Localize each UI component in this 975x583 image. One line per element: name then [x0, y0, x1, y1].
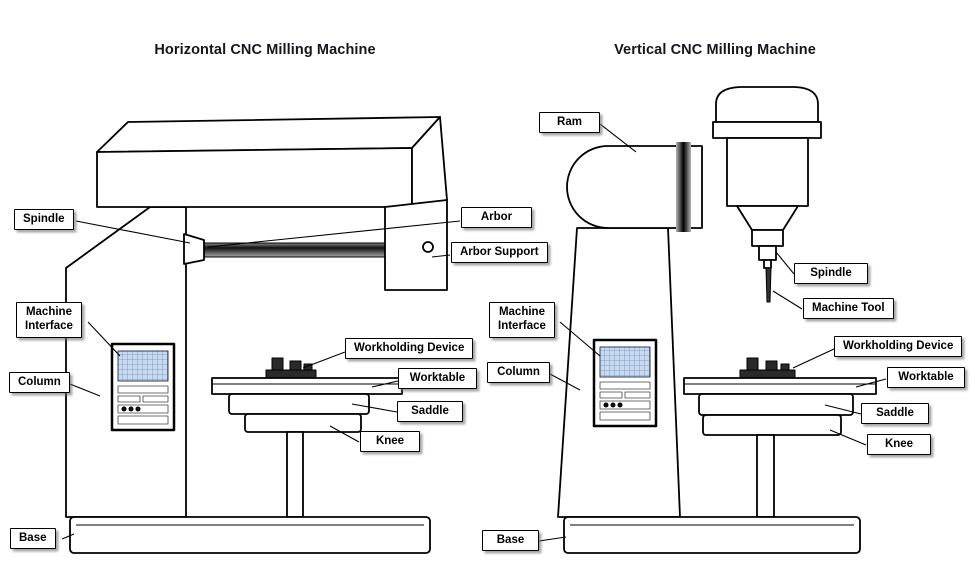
h-arbor-support-part	[384, 199, 448, 291]
v-machine-tool-part	[765, 267, 772, 303]
h-control-panel	[110, 342, 176, 432]
vertical-machine-title: Vertical CNC Milling Machine	[614, 42, 816, 58]
label-h-workholding-device: Workholding Device	[345, 338, 474, 360]
label-h-arbor: Arbor	[461, 207, 532, 229]
label-h-machine-interface: Machine Interface	[16, 302, 82, 338]
label-h-arbor-support: Arbor Support	[451, 242, 548, 264]
label-h-worktable: Worktable	[398, 368, 477, 390]
label-h-base: Base	[10, 528, 56, 550]
label-v-workholding-device: Workholding Device	[834, 336, 963, 358]
h-spindle-part	[183, 233, 205, 265]
h-saddle-part	[228, 393, 370, 415]
label-v-base: Base	[482, 530, 539, 552]
label-v-ram: Ram	[539, 112, 600, 134]
v-knee-column-part	[756, 434, 775, 518]
label-h-column: Column	[9, 372, 70, 394]
h-base-part	[69, 516, 431, 554]
h-worktable-part	[211, 377, 403, 395]
label-h-knee: Knee	[360, 431, 420, 453]
label-v-machine-tool: Machine Tool	[803, 298, 894, 320]
v-saddle-part	[698, 393, 854, 416]
label-h-spindle: Spindle	[14, 209, 74, 231]
v-knee-part	[702, 414, 842, 436]
v-base-part	[563, 516, 861, 554]
h-machine-head-part	[96, 116, 448, 208]
v-control-panel	[592, 338, 658, 428]
label-v-knee: Knee	[867, 434, 931, 456]
leader-lines	[61, 123, 887, 542]
label-v-column: Column	[487, 362, 550, 384]
v-spindle-head-part	[712, 86, 822, 231]
label-v-worktable: Worktable	[887, 367, 965, 389]
horizontal-machine-title: Horizontal CNC Milling Machine	[154, 42, 376, 58]
label-h-saddle: Saddle	[397, 401, 463, 423]
label-v-spindle: Spindle	[794, 263, 868, 285]
vertical-machine-drawing	[557, 86, 877, 554]
label-v-machine-interface: Machine Interface	[489, 302, 555, 338]
v-workholding-part	[739, 357, 796, 379]
v-spindle-part	[751, 229, 784, 269]
horizontal-machine-drawing	[65, 116, 448, 554]
v-ram-part	[566, 142, 703, 232]
v-worktable-part	[683, 377, 877, 395]
h-knee-part	[244, 413, 362, 433]
h-workholding-part	[265, 357, 317, 379]
label-v-saddle: Saddle	[861, 403, 929, 425]
h-knee-column-part	[286, 431, 304, 518]
